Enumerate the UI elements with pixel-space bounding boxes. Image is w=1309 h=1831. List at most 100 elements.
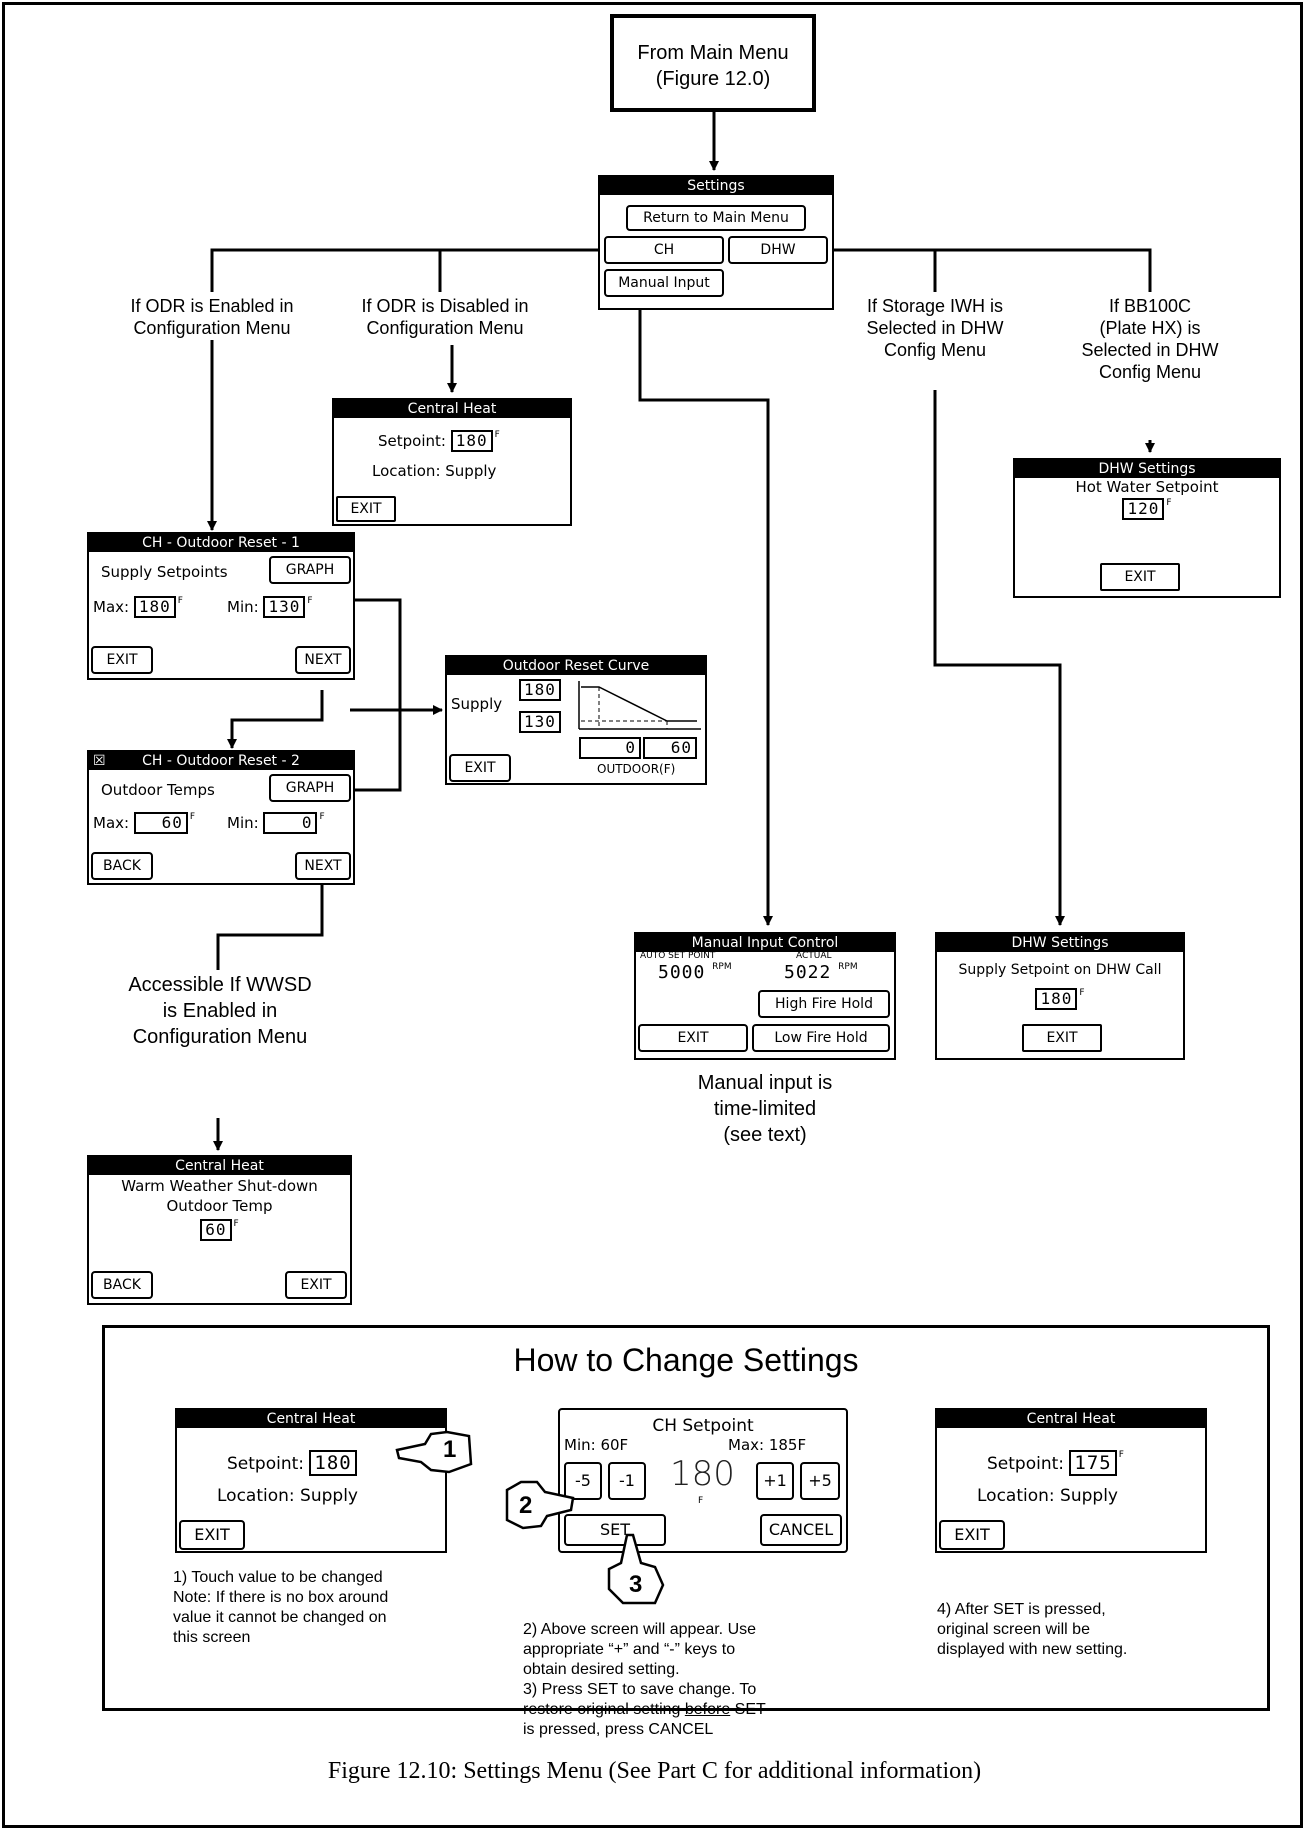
graph-button[interactable]: GRAPH xyxy=(269,556,351,584)
ch-button[interactable]: CH xyxy=(604,236,724,264)
max-label: Max: 185F xyxy=(728,1436,807,1454)
label-odr-enabled: If ODR is Enabled in Configuration Menu xyxy=(130,296,294,338)
setpoint-value[interactable]: 180 xyxy=(309,1450,357,1476)
step-number-2: 2 xyxy=(519,1492,533,1519)
location-label: Location: xyxy=(217,1486,295,1506)
set-button[interactable]: SET xyxy=(564,1514,666,1546)
step-number-1: 1 xyxy=(443,1436,457,1463)
min-value[interactable]: 0 xyxy=(263,812,318,834)
screen-title: Central Heat xyxy=(334,400,570,418)
back-button[interactable]: BACK xyxy=(91,852,153,880)
wwsd-screen: Central Heat Warm Weather Shut-down Outd… xyxy=(87,1155,352,1305)
graph-button[interactable]: GRAPH xyxy=(269,774,351,802)
unit-label: F xyxy=(1079,988,1085,998)
wwsd-label: Warm Weather Shut-down xyxy=(121,1177,318,1195)
ch-outdoor-reset-2-screen: ☒ CH - Outdoor Reset - 2 Outdoor Temps G… xyxy=(87,750,355,885)
max-value[interactable]: 180 xyxy=(133,596,176,618)
settings-screen: Settings Return to Main Menu CH DHW Manu… xyxy=(598,175,834,310)
unit-label: F xyxy=(1118,1450,1124,1460)
dhw-storage-screen: DHW Settings Supply Setpoint on DHW Call… xyxy=(935,932,1185,1060)
exit-button[interactable]: EXIT xyxy=(638,1024,748,1052)
exit-button[interactable]: EXIT xyxy=(91,646,153,674)
screen-title: Outdoor Reset Curve xyxy=(447,657,705,675)
screen-title: CH - Outdoor Reset - 1 xyxy=(89,534,353,552)
screen-title: Central Heat xyxy=(177,1410,445,1428)
outdoor-temps-label: Outdoor Temps xyxy=(101,781,215,799)
note-text-before: before xyxy=(684,1701,731,1718)
setpoint-value[interactable]: 180 xyxy=(450,430,493,452)
exit-button[interactable]: EXIT xyxy=(1100,563,1180,591)
outdoor-high-value[interactable]: 60 xyxy=(643,737,697,759)
setpoint-value[interactable]: 175 xyxy=(1069,1450,1117,1476)
hot-water-setpoint-value[interactable]: 120 xyxy=(1122,498,1165,520)
step-2-3-note: 2) Above screen will appear. Use appropr… xyxy=(523,1600,883,1740)
cancel-button[interactable]: CANCEL xyxy=(760,1514,842,1546)
step-4-note: 4) After SET is pressed, original screen… xyxy=(937,1601,1128,1658)
step-1-note: 1) Touch value to be changed Note: If th… xyxy=(173,1569,389,1646)
exit-button[interactable]: EXIT xyxy=(449,754,511,782)
auto-rpm-value: 5000 xyxy=(658,962,706,983)
unit-label: F xyxy=(233,1219,239,1229)
return-to-main-menu-button[interactable]: Return to Main Menu xyxy=(626,205,806,231)
plus-1-button[interactable]: +1 xyxy=(756,1462,794,1500)
screen-title: DHW Settings xyxy=(937,934,1183,952)
dhw-button[interactable]: DHW xyxy=(728,236,828,264)
actual-rpm-value: 5022 xyxy=(784,962,832,983)
high-fire-hold-button[interactable]: High Fire Hold xyxy=(758,990,890,1018)
max-label: Max: xyxy=(93,598,130,616)
close-icon[interactable]: ☒ xyxy=(93,753,106,769)
min-value[interactable]: 130 xyxy=(263,596,306,618)
screen-title: Central Heat xyxy=(937,1410,1205,1428)
how-to-heading: How to Change Settings xyxy=(513,1342,859,1378)
how-to-screen-original: Central Heat Setpoint: 180 Location: Sup… xyxy=(175,1408,447,1553)
low-fire-hold-button[interactable]: Low Fire Hold xyxy=(752,1024,890,1052)
exit-button[interactable]: EXIT xyxy=(179,1520,245,1550)
min-label: Min: xyxy=(227,814,259,832)
location-value: Supply xyxy=(1060,1486,1118,1506)
unit-label: F xyxy=(319,812,325,822)
exit-button[interactable]: EXIT xyxy=(336,496,396,522)
figure-caption: Figure 12.10: Settings Menu (See Part C … xyxy=(327,1758,982,1784)
unit-label: F xyxy=(494,430,500,440)
plus-5-button[interactable]: +5 xyxy=(800,1462,840,1500)
max-value[interactable]: 60 xyxy=(133,812,188,834)
outdoor-temp-value[interactable]: 60 xyxy=(200,1219,232,1241)
high-value[interactable]: 180 xyxy=(519,679,561,701)
minus-5-button[interactable]: -5 xyxy=(564,1462,602,1500)
how-to-change-settings-panel: How to Change Settings Central Heat Setp… xyxy=(102,1325,1270,1738)
actual-label: ACTUAL xyxy=(796,951,832,961)
exit-button[interactable]: EXIT xyxy=(939,1520,1005,1550)
supply-setpoint-value[interactable]: 180 xyxy=(1035,988,1078,1010)
min-label: Min: 60F xyxy=(564,1436,629,1454)
minus-1-button[interactable]: -1 xyxy=(608,1462,646,1500)
exit-button[interactable]: EXIT xyxy=(1022,1024,1102,1052)
max-label: Max: xyxy=(93,814,130,832)
back-button[interactable]: BACK xyxy=(91,1271,153,1299)
outdoor-low-value[interactable]: 0 xyxy=(579,737,641,759)
rpm-unit: RPM xyxy=(712,962,732,972)
next-button[interactable]: NEXT xyxy=(295,852,351,880)
outdoor-temp-label: Outdoor Temp xyxy=(166,1197,273,1215)
outdoor-axis-label: OUTDOOR(F) xyxy=(597,762,676,776)
setpoint-label: Setpoint: xyxy=(987,1454,1064,1474)
screen-title: Settings xyxy=(600,177,832,195)
next-button[interactable]: NEXT xyxy=(295,646,351,674)
supply-setpoint-label: Supply Setpoint on DHW Call xyxy=(958,962,1162,978)
label-odr-disabled: If ODR is Disabled in Configuration Menu xyxy=(361,296,529,338)
label-bb100c: If BB100C (Plate HX) is Selected in DHW … xyxy=(1081,296,1219,382)
unit-label: F xyxy=(307,596,313,606)
reset-curve-graph xyxy=(578,681,701,730)
exit-button[interactable]: EXIT xyxy=(285,1271,347,1299)
label-wwsd: Accessible If WWSD is Enabled in Configu… xyxy=(128,974,312,1048)
manual-input-note: Manual input is time-limited (see text) xyxy=(697,1072,833,1146)
label-storage-iwh: If Storage IWH is Selected in DHW Config… xyxy=(866,296,1004,360)
low-value[interactable]: 130 xyxy=(519,711,561,733)
supply-setpoints-label: Supply Setpoints xyxy=(101,563,228,581)
screen-title: DHW Settings xyxy=(1015,460,1279,478)
start-box: From Main Menu (Figure 12.0) xyxy=(610,14,816,112)
manual-input-button[interactable]: Manual Input xyxy=(604,269,724,297)
